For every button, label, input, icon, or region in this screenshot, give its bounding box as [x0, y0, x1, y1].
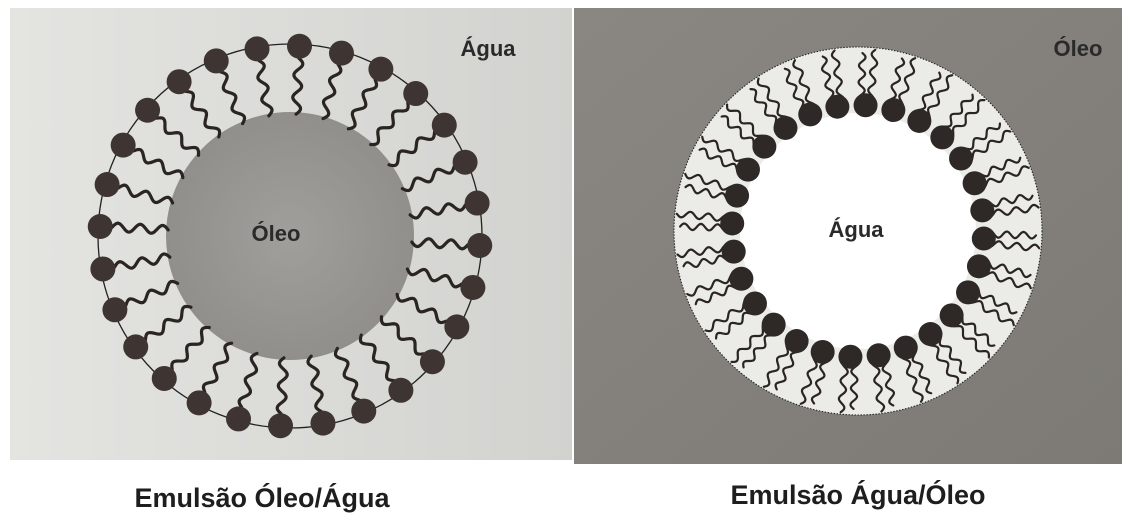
surfactant-head	[762, 313, 786, 337]
surfactant-head	[245, 36, 270, 61]
surfactant-head	[152, 366, 177, 391]
surfactant-head	[226, 406, 251, 431]
surfactant-head	[467, 233, 492, 258]
surfactant-head	[752, 135, 776, 159]
surfactant-head	[930, 125, 954, 149]
surfactant-head	[403, 81, 428, 106]
caption-oil-in-water: Emulsão Óleo/Água	[134, 482, 390, 513]
surfactant-head	[432, 113, 457, 138]
surfactant-head	[123, 334, 148, 359]
surfactant-head	[838, 345, 862, 369]
surfactant-head	[881, 98, 905, 122]
surfactant-head	[388, 378, 413, 403]
surfactant-head	[956, 280, 980, 304]
panel-water-in-oil: Óleo Água	[574, 8, 1122, 464]
surfactant-head	[329, 41, 354, 66]
surfactant-head	[894, 336, 918, 360]
surfactant-head	[785, 329, 809, 353]
surfactant-head	[798, 102, 822, 126]
surfactant-head	[268, 413, 293, 438]
surfactant-head	[773, 116, 797, 140]
surfactant-head	[351, 399, 376, 424]
surfactant-head	[135, 98, 160, 123]
surfactant-head	[940, 303, 964, 327]
panel-oil-in-water: Água Óleo	[10, 8, 572, 460]
surfactant-head	[811, 340, 835, 364]
surfactant-head	[310, 411, 335, 436]
surfactant-head	[90, 256, 115, 281]
surfactant-head	[453, 150, 478, 175]
surfactant-head	[729, 267, 753, 291]
surfactant-head	[111, 133, 136, 158]
surfactant-head	[722, 240, 746, 264]
surfactant-head	[736, 158, 760, 182]
surfactant-head	[919, 322, 943, 346]
surfactant-head	[204, 48, 229, 73]
surfactant-head	[825, 95, 849, 119]
surfactant-head	[88, 214, 113, 239]
surfactant-head	[725, 184, 749, 208]
surfactant-head	[867, 343, 891, 367]
surfactant-head	[95, 172, 120, 197]
surfactant-head	[420, 349, 445, 374]
surfactant-head	[967, 254, 991, 278]
surfactant-head	[465, 191, 490, 216]
surfactant-head	[720, 211, 744, 235]
water-label: Água	[461, 36, 517, 61]
surfactant-head	[287, 34, 312, 59]
surfactant-head	[963, 171, 987, 195]
surfactant-head	[167, 69, 192, 94]
surfactant-head	[102, 297, 127, 322]
surfactant-head	[949, 146, 973, 170]
surfactant-head	[907, 109, 931, 133]
oil-label: Óleo	[1054, 36, 1103, 61]
surfactant-head	[187, 390, 212, 415]
oil-core-label: Óleo	[252, 221, 301, 246]
surfactant-head	[854, 93, 878, 117]
surfactant-head	[972, 227, 996, 251]
water-core-label: Água	[829, 217, 885, 242]
caption-water-in-oil: Emulsão Água/Óleo	[730, 479, 985, 510]
surfactant-head	[460, 275, 485, 300]
surfactant-head	[368, 57, 393, 82]
surfactant-head	[970, 198, 994, 222]
surfactant-head	[743, 292, 767, 316]
surfactant-head	[444, 314, 469, 339]
